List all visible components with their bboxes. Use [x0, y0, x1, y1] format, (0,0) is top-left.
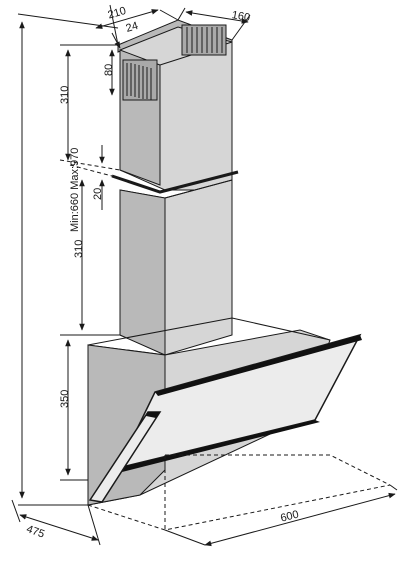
dim-top-depth: 160 — [231, 9, 251, 24]
vent-grille-side — [181, 24, 227, 56]
dim-top-width: 210 — [106, 5, 127, 22]
dim-body-depth: 475 — [25, 523, 46, 541]
dim-upper-chimney: 310 — [59, 86, 71, 104]
dimension-lines — [19, 9, 396, 547]
dim-body-height: 350 — [59, 390, 71, 408]
dim-body-width: 600 — [279, 509, 300, 525]
dim-vent-80: 80 — [103, 64, 115, 76]
dim-gap-20: 20 — [92, 188, 104, 200]
glass-panel — [88, 333, 362, 503]
dim-lower-chimney: 310 — [73, 240, 85, 258]
lower-chimney — [119, 179, 233, 356]
chimney-joint — [111, 170, 239, 194]
vent-grille-front — [122, 59, 158, 101]
dim-offset-24: 24 — [125, 20, 140, 35]
dim-total-height: Min:660 Max:970 — [69, 148, 81, 232]
